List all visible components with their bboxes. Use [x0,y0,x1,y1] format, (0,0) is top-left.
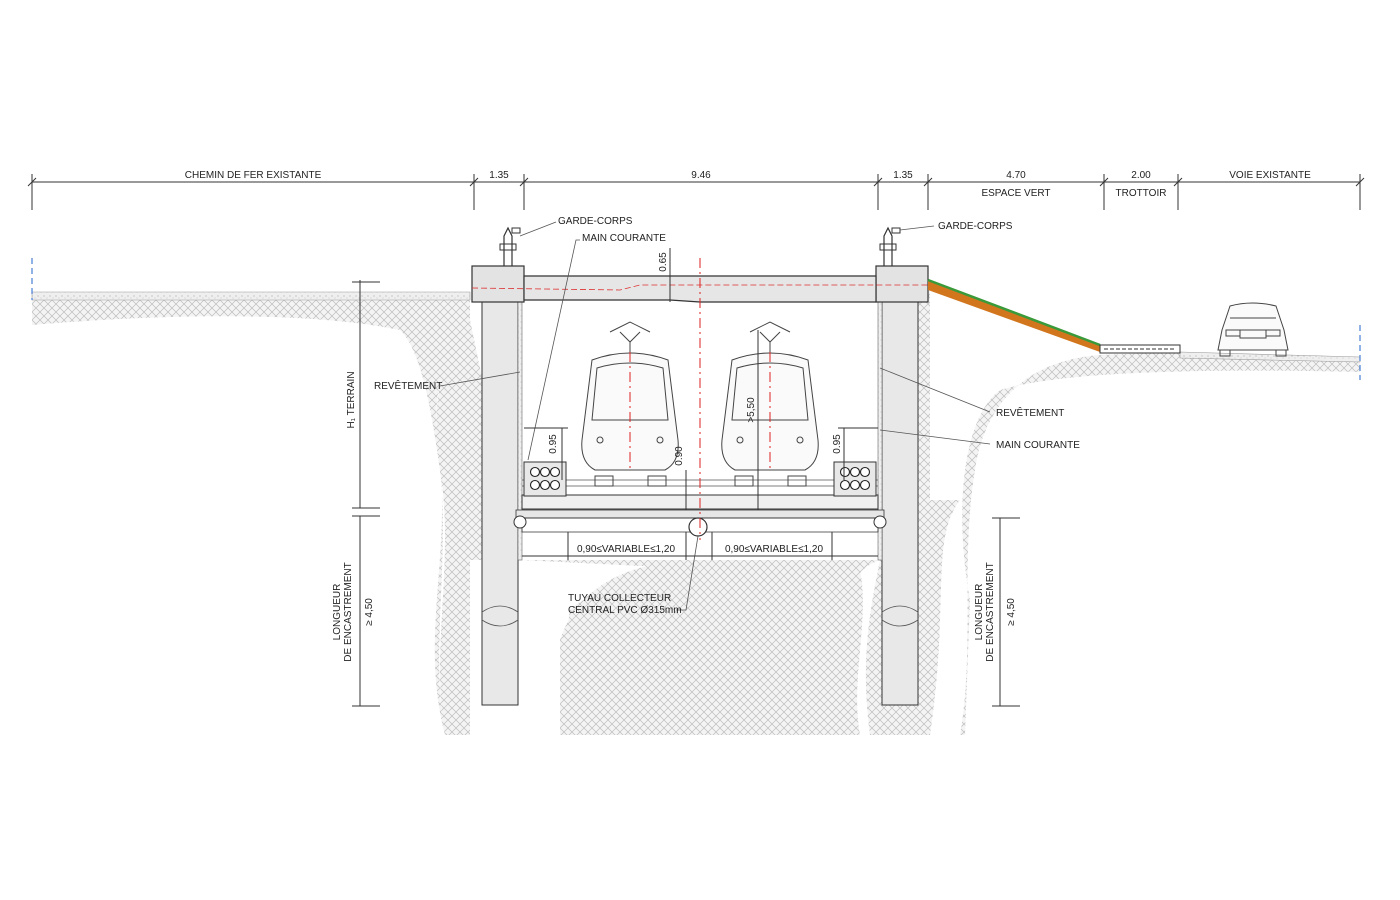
dim-trottoir: TROTTOIR [1116,188,1167,199]
longueur-right-2: DE ENCASTREMENT [985,562,996,661]
label-garde-corps-left: GARDE-CORPS [558,216,633,227]
longueur-left-3: ≥ 4,50 [364,598,375,626]
longueur-right-3: ≥ 4,50 [1006,598,1017,626]
dim-0-95-left: 0.95 [548,434,559,454]
left-pile [481,299,523,706]
cable-duct-right [833,461,877,497]
top-slab [471,265,930,303]
dim-voie-existante: VOIE EXISTANTE [1229,170,1311,181]
label-revetement-left: REVÊTEMENT [374,379,442,392]
cable-duct-left [523,461,567,497]
internal-dimensions: 0.65 0.95 0.95 0.90 >5,50 0,90≤VARIABLE≤… [522,248,878,560]
right-pile [877,299,919,706]
dim-0-90: 0.90 [674,446,685,466]
center-axes [31,258,1361,540]
dim-chemin-de-fer: CHEMIN DE FER EXISTANTE [185,170,322,181]
dim-h-terrain: H₁ TERRAIN [346,371,357,428]
railing-right [879,226,901,266]
dim-1-35-right: 1.35 [893,170,913,181]
label-revetement-right: REVÊTEMENT [996,406,1064,419]
dim-4-70: 4.70 [1006,170,1026,181]
side-dimensions: H₁ TERRAIN LONGUEUR DE ENCASTREMENT ≥ 4,… [332,280,1020,707]
label-main-courante-right: MAIN COURANTE [996,440,1080,451]
longueur-left-1: LONGUEUR [332,584,343,641]
tram-left [581,321,679,487]
top-dimension-chain: CHEMIN DE FER EXISTANTE 1.35 9.46 1.35 4… [27,170,1365,210]
dim-2-00: 2.00 [1131,170,1151,181]
dim-5-50: >5,50 [746,397,757,423]
longueur-left-2: DE ENCASTREMENT [343,562,354,661]
dim-variable-right: 0,90≤VARIABLE≤1,20 [725,544,824,555]
dim-1-35-left: 1.35 [489,170,509,181]
tram-right [721,321,819,487]
label-main-courante-top: MAIN COURANTE [582,233,666,244]
dim-espace-vert: ESPACE VERT [981,188,1050,199]
car [1217,302,1289,357]
green-slope [927,278,1181,354]
dim-variable-left: 0,90≤VARIABLE≤1,20 [577,544,676,555]
railing-left [499,226,521,266]
dim-0-65: 0.65 [658,252,669,272]
label-tuyau-line2: CENTRAL PVC Ø315mm [568,605,682,616]
dim-0-95-right: 0.95 [832,434,843,454]
label-tuyau-line1: TUYAU COLLECTEUR [568,593,671,604]
longueur-right-1: LONGUEUR [974,584,985,641]
label-garde-corps-right: GARDE-CORPS [938,221,1013,232]
dim-9-46: 9.46 [691,170,711,181]
callouts: GARDE-CORPS GARDE-CORPS MAIN COURANTE RE… [374,216,1080,616]
